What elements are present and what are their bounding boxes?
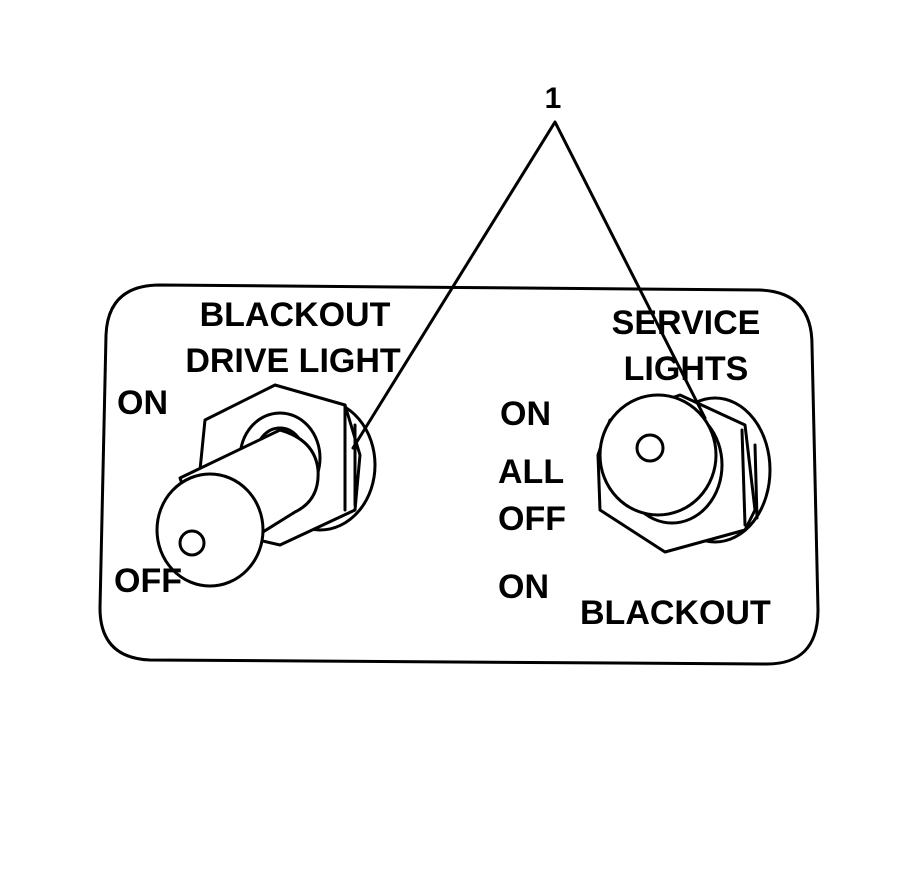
left-switch-off-label: OFF — [114, 562, 182, 600]
left-switch-tip-dot — [178, 529, 206, 557]
right-switch-title-line1: SERVICE — [612, 304, 761, 342]
callout-number: 1 — [545, 82, 562, 115]
right-switch-blackout-label: BLACKOUT — [580, 594, 771, 632]
left-switch-title-line1: BLACKOUT — [200, 296, 391, 334]
right-switch-knob — [598, 393, 718, 517]
panel-plate — [98, 283, 820, 666]
right-switch-on-lower-label: ON — [498, 568, 549, 606]
right-switch-on-upper-label: ON — [500, 395, 551, 433]
callout-leaders — [351, 120, 707, 450]
service-lights-switch — [596, 393, 772, 554]
right-switch-title-line2: LIGHTS — [624, 350, 749, 388]
left-switch-title-line2: DRIVE LIGHT — [185, 342, 401, 380]
right-switch-knob-dot — [635, 433, 665, 463]
left-switch-on-label: ON — [117, 384, 168, 422]
left-switch-lever-tip — [155, 472, 265, 588]
blackout-drive-light-toggle — [155, 383, 377, 588]
right-switch-all-label: ALL — [498, 453, 564, 491]
right-switch-off-label: OFF — [498, 500, 566, 538]
